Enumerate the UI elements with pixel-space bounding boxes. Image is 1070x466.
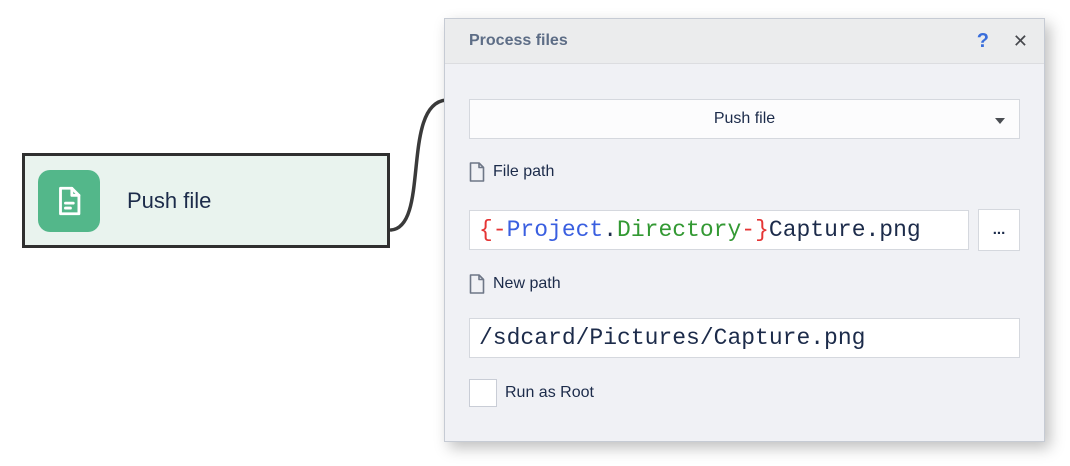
new-path-label-row: New path (469, 273, 1020, 295)
new-path-label: New path (493, 275, 561, 292)
process-files-panel: Process files ? ✕ Push file File path {-… (444, 18, 1045, 442)
run-as-root-label: Run as Root (505, 384, 594, 401)
panel-title: Process files (469, 32, 568, 49)
action-dropdown[interactable]: Push file (469, 99, 1020, 139)
file-path-row: {-Project.Directory-}Capture.png ... (469, 209, 1020, 251)
file-path-input[interactable]: {-Project.Directory-}Capture.png (469, 210, 969, 250)
help-button[interactable]: ? (976, 29, 989, 52)
push-file-node[interactable]: Push file (22, 153, 390, 248)
file-path-label-row: File path (469, 161, 1020, 183)
node-label: Push file (127, 187, 212, 213)
document-icon (469, 162, 485, 182)
document-icon (469, 274, 485, 294)
panel-body: Push file File path {-Project.Directory-… (445, 99, 1044, 407)
close-button[interactable]: ✕ (1012, 30, 1028, 51)
file-document-icon (38, 169, 100, 232)
panel-header: Process files ? ✕ (445, 19, 1044, 64)
file-path-label: File path (493, 163, 555, 180)
run-as-root-checkbox[interactable] (469, 379, 497, 407)
run-as-root-row: Run as Root (469, 379, 1020, 407)
action-dropdown-value: Push file (713, 110, 776, 127)
new-path-input[interactable]: /sdcard/Pictures/Capture.png (469, 318, 1020, 358)
browse-button[interactable]: ... (978, 209, 1020, 251)
chevron-down-icon (995, 118, 1005, 124)
